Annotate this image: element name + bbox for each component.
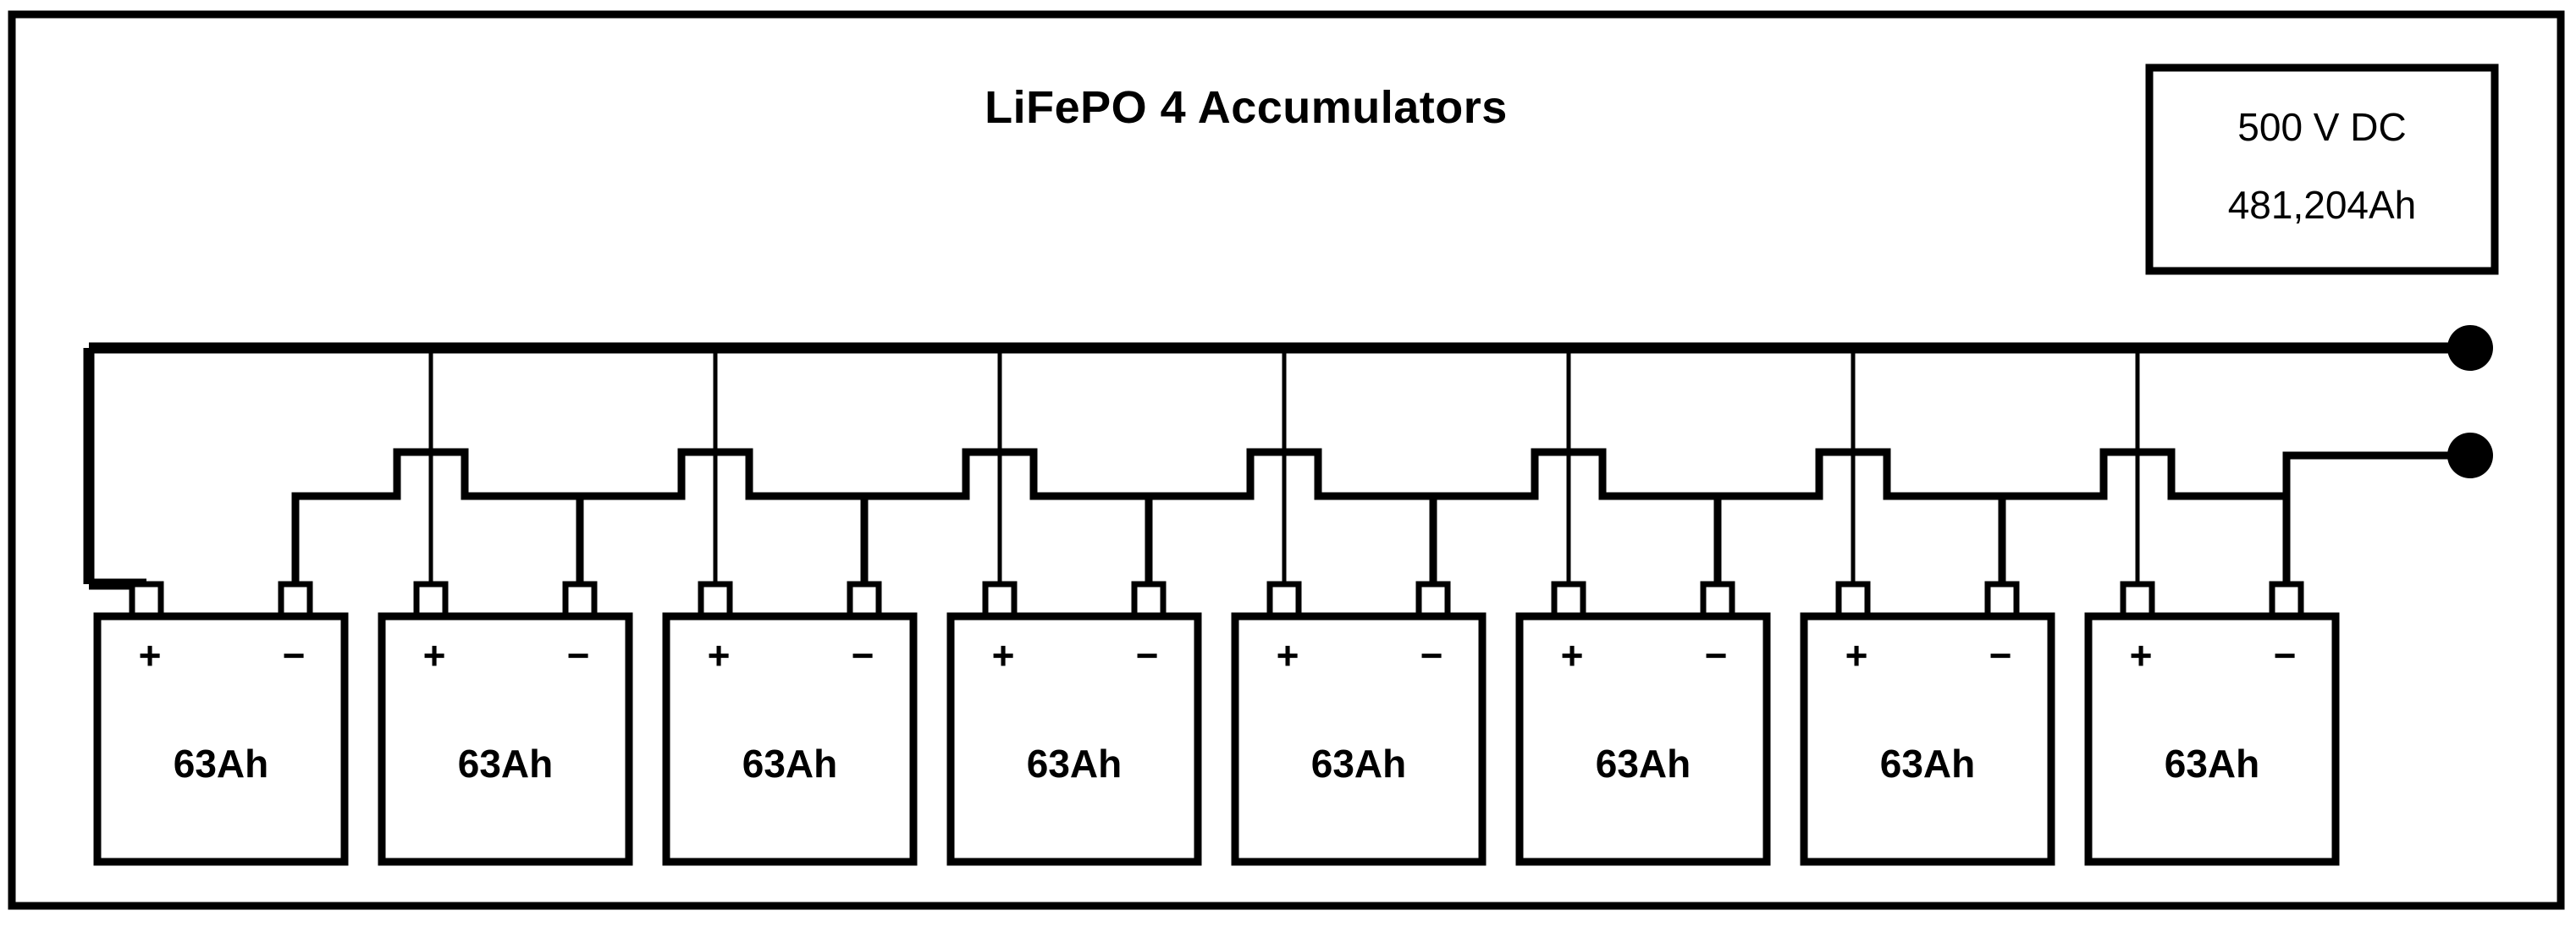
positive-polarity-label: + <box>1561 633 1584 677</box>
negative-output-terminal[interactable] <box>2447 433 2493 478</box>
cell-capacity-label: 63Ah <box>458 742 553 786</box>
battery-cell[interactable]: + − 63Ah <box>1800 581 2055 866</box>
positive-output-terminal[interactable] <box>2447 325 2493 371</box>
positive-polarity-label: + <box>1277 633 1299 677</box>
negative-link-cell-5-to-cell-6 <box>1429 448 1722 584</box>
cell-capacity-label: 63Ah <box>1880 742 1975 786</box>
positive-polarity-label: + <box>139 633 162 677</box>
negative-polarity-label: − <box>2274 633 2297 677</box>
cell-capacity-label: 63Ah <box>1311 742 1406 786</box>
positive-polarity-label: + <box>2130 633 2153 677</box>
negative-polarity-label: − <box>567 633 590 677</box>
cell-capacity-label: 63Ah <box>2165 742 2259 786</box>
wiring-layer <box>83 342 2470 600</box>
spec-box: 500 V DC 481,204Ah <box>2145 63 2499 275</box>
spec-voltage: 500 V DC <box>2237 105 2406 149</box>
battery-cell-body <box>946 612 1202 866</box>
page-title: LiFePO 4 Accumulators <box>985 82 1508 133</box>
negative-link-cell-6-to-cell-7 <box>1713 448 2006 584</box>
spec-capacity: 481,204Ah <box>2228 183 2417 227</box>
battery-cell[interactable]: + − 63Ah <box>662 581 918 866</box>
positive-polarity-label: + <box>992 633 1015 677</box>
negative-polarity-label: − <box>1420 633 1443 677</box>
battery-cell[interactable]: + − 63Ah <box>1515 581 1771 866</box>
negative-polarity-label: − <box>1705 633 1728 677</box>
negative-link-cell-4-to-cell-5 <box>1145 448 1437 584</box>
battery-cell-body <box>378 612 633 866</box>
negative-link-cell-2-to-cell-3 <box>576 448 869 584</box>
negative-link-cell-1-to-cell-2 <box>291 448 584 584</box>
negative-polarity-label: − <box>283 633 306 677</box>
spec-box-border <box>2145 63 2499 275</box>
negative-link-cell-3-to-cell-4 <box>860 448 1153 584</box>
output-terminals <box>2447 325 2493 478</box>
cell-capacity-label: 63Ah <box>1596 742 1691 786</box>
battery-cell[interactable]: + − 63Ah <box>2084 581 2340 866</box>
negative-polarity-label: − <box>852 633 874 677</box>
battery-cell-body <box>93 612 349 866</box>
diagram-frame <box>8 10 2565 910</box>
battery-cell-body <box>1800 612 2055 866</box>
cell-capacity-label: 63Ah <box>174 742 268 786</box>
battery-cells-layer: + − 63Ah + − 63Ah + − 63Ah + − 63Ah + − 63Ah + − 63Ah + − 63… <box>93 581 2340 866</box>
cell-capacity-label: 63Ah <box>1027 742 1122 786</box>
battery-cell[interactable]: + − 63Ah <box>1231 581 1487 866</box>
positive-polarity-label: + <box>708 633 731 677</box>
positive-polarity-label: + <box>1845 633 1868 677</box>
cell-capacity-label: 63Ah <box>742 742 837 786</box>
positive-polarity-label: + <box>423 633 446 677</box>
negative-output-lead <box>2282 451 2470 584</box>
negative-polarity-label: − <box>1989 633 2012 677</box>
battery-cell[interactable]: + − 63Ah <box>93 581 349 866</box>
battery-cell[interactable]: + − 63Ah <box>378 581 633 866</box>
battery-cell-body <box>662 612 918 866</box>
negative-link-cell-7-to-cell-8 <box>1998 448 2291 584</box>
battery-cell-body <box>2084 612 2340 866</box>
battery-cell-body <box>1231 612 1487 866</box>
negative-polarity-label: − <box>1136 633 1159 677</box>
battery-cell[interactable]: + − 63Ah <box>946 581 1202 866</box>
battery-cell-body <box>1515 612 1771 866</box>
